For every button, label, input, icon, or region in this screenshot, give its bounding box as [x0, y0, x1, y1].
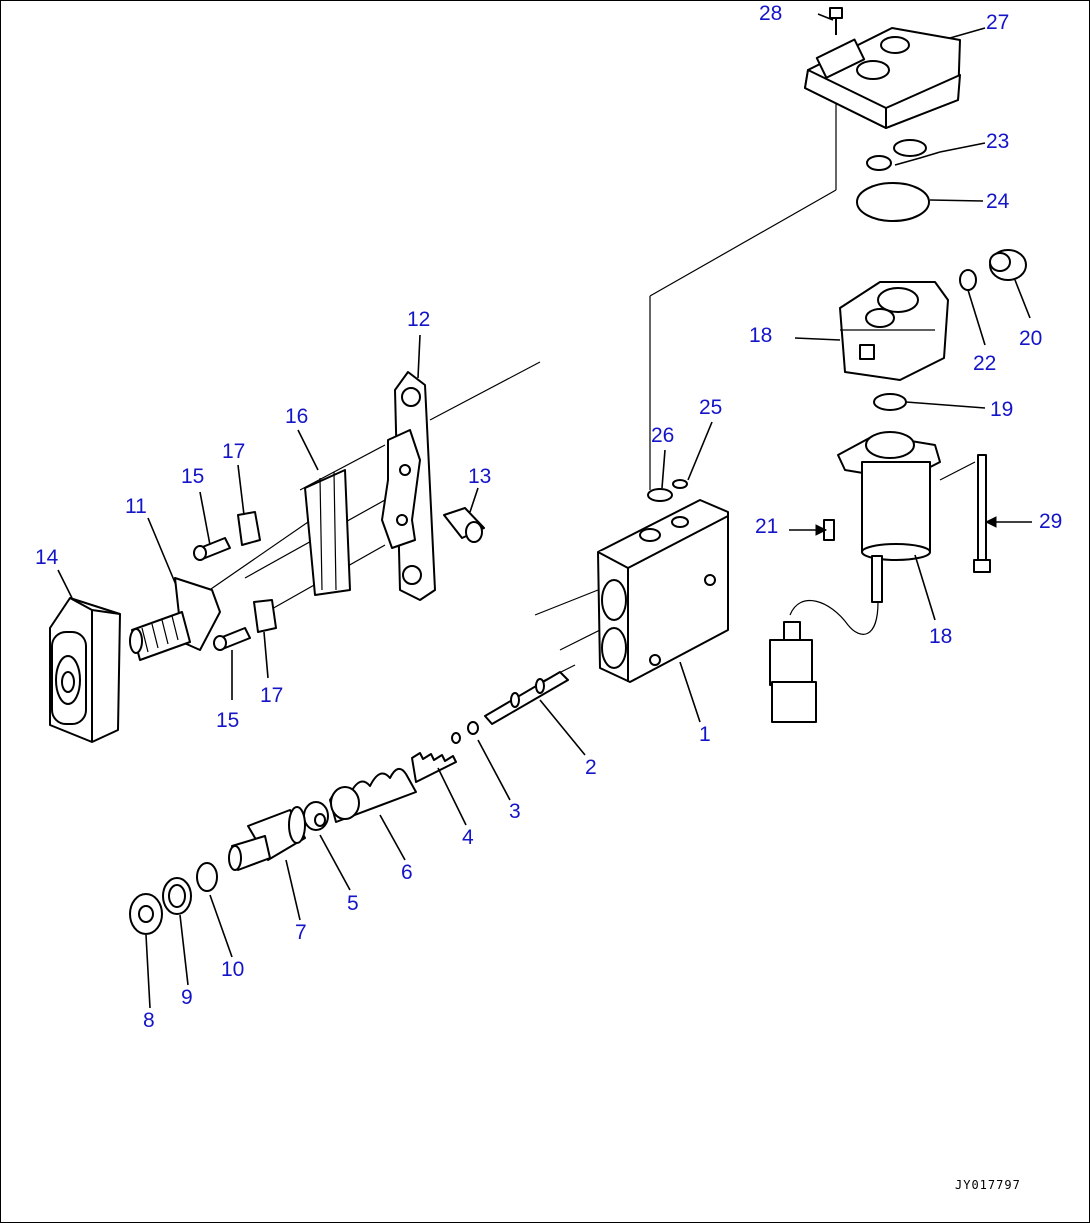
part-2-spool [484, 671, 569, 725]
part-4b-seat [451, 732, 461, 744]
callout-17-upper: 17 [222, 440, 246, 463]
callout-15-lower: 15 [216, 709, 240, 732]
callout-28: 28 [759, 2, 783, 25]
part-19-o-ring [873, 393, 907, 411]
part-24-gasket [856, 182, 930, 222]
solenoid-connector [769, 621, 817, 723]
leader-arrowheads [815, 516, 997, 536]
part-6-spring [329, 767, 417, 823]
part-15-bolt-upper [193, 537, 231, 561]
callout-10: 10 [221, 958, 245, 981]
part-23-seals [866, 139, 927, 171]
callout-29: 29 [1039, 510, 1063, 533]
callout-22: 22 [973, 352, 997, 375]
part-5-seat [303, 801, 329, 831]
callout-19: 19 [990, 398, 1014, 421]
callout-8: 8 [143, 1009, 155, 1032]
callout-13: 13 [468, 465, 492, 488]
callout-24: 24 [986, 190, 1010, 213]
callout-9: 9 [181, 986, 193, 1009]
part-18-solenoid [789, 431, 941, 635]
part-20-plug [989, 249, 1027, 281]
part-9-retainer [162, 877, 192, 915]
part-18-cover [839, 281, 949, 381]
callout-14: 14 [35, 546, 59, 569]
part-17-plate-lower [253, 599, 277, 633]
part-15-bolt-lower [213, 627, 251, 651]
part-27-block [804, 27, 961, 129]
part-11-lever [129, 577, 221, 661]
callout-21: 21 [755, 515, 779, 538]
callout-1: 1 [699, 723, 711, 746]
part-7-piston [228, 806, 306, 871]
callout-5: 5 [347, 892, 359, 915]
callout-7: 7 [295, 921, 307, 944]
callout-18-cover: 18 [749, 324, 773, 347]
part-1-valve-body [597, 499, 729, 683]
part-29-long-bolt [973, 454, 991, 573]
part-13-pin [443, 507, 485, 543]
part-3-washer [467, 721, 479, 735]
callout-20: 20 [1019, 327, 1043, 350]
part-17-plate-upper [237, 511, 261, 546]
part-28-bolt [829, 7, 843, 35]
callout-12: 12 [407, 308, 431, 331]
callout-17-lower: 17 [260, 684, 284, 707]
callout-18-solenoid: 18 [929, 625, 953, 648]
part-16-cover-plate [304, 469, 351, 596]
part-4-spring [411, 752, 457, 783]
callout-11: 11 [125, 495, 147, 518]
part-14-boot [49, 597, 121, 743]
callout-16: 16 [285, 405, 309, 428]
callout-2: 2 [585, 756, 597, 779]
callout-6: 6 [401, 861, 413, 884]
part-26-seal [647, 488, 673, 502]
part-8-cap [129, 893, 163, 935]
part-12-link-plate [381, 371, 436, 601]
part-22-washer [959, 269, 977, 291]
callout-23: 23 [986, 130, 1010, 153]
drawing-code: JY017797 [955, 1178, 1021, 1192]
callout-leaders [57, 13, 1032, 1009]
callout-26: 26 [651, 424, 675, 447]
callout-3: 3 [509, 800, 521, 823]
callout-4: 4 [462, 826, 474, 849]
assembly-lines [194, 95, 976, 686]
part-25-seal [672, 479, 688, 489]
callout-15-upper: 15 [181, 465, 205, 488]
callout-25: 25 [699, 396, 723, 419]
callout-27: 27 [986, 11, 1010, 34]
part-10-o-ring [196, 862, 218, 892]
